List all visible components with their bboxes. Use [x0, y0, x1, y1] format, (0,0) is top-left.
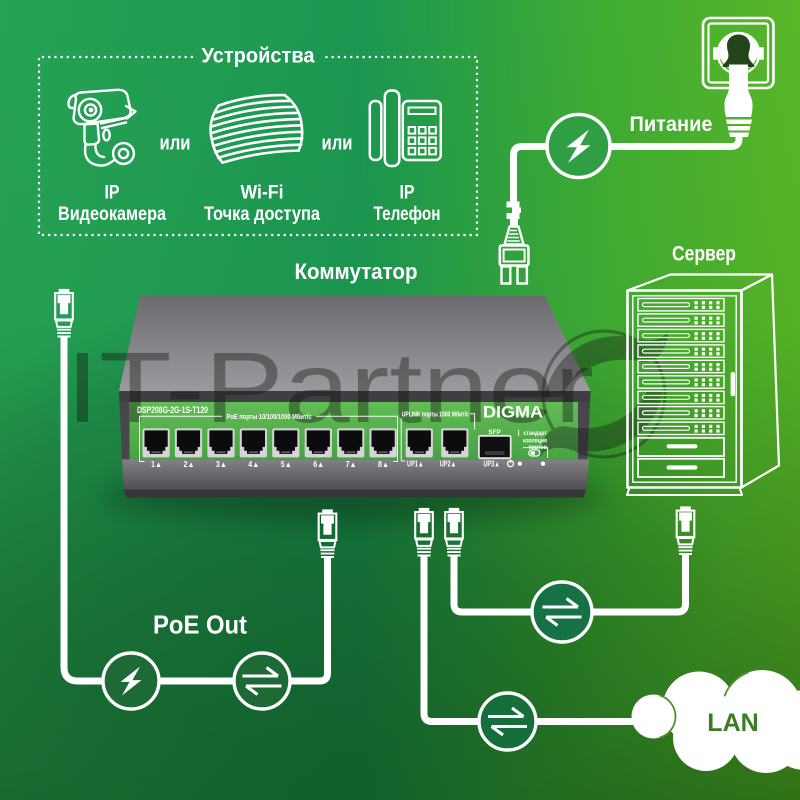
svg-text:IP: IP: [105, 182, 120, 204]
svg-text:портов: портов: [529, 444, 548, 451]
svg-text:5▲: 5▲: [281, 460, 292, 469]
svg-text:6▲: 6▲: [313, 460, 324, 469]
svg-text:PoE порты 10/100/1000 Мбит/с: PoE порты 10/100/1000 Мбит/с: [227, 412, 312, 421]
svg-text:2▲: 2▲: [184, 460, 195, 469]
svg-text:Точка доступа: Точка доступа: [204, 203, 320, 225]
svg-text:Wi-Fi: Wi-Fi: [241, 182, 284, 204]
svg-text:Сервер: Сервер: [672, 243, 736, 266]
svg-text:SFP: SFP: [488, 429, 501, 436]
svg-text:7▲: 7▲: [346, 460, 357, 469]
svg-text:1▲: 1▲: [151, 460, 162, 469]
svg-text:UP3▲: UP3▲: [483, 460, 500, 469]
svg-text:стандарт: стандарт: [524, 430, 548, 437]
svg-text:IT-Partner: IT-Partner: [66, 332, 594, 444]
svg-text:Видеокамера: Видеокамера: [58, 203, 166, 225]
svg-text:UPLINK порты 1000 Мбит/с: UPLINK порты 1000 Мбит/с: [402, 409, 469, 418]
svg-text:8▲: 8▲: [378, 460, 389, 469]
svg-text:или: или: [160, 133, 191, 155]
svg-text:изоляция: изоляция: [523, 437, 547, 444]
svg-text:или: или: [322, 133, 353, 155]
svg-text:UP2▲: UP2▲: [440, 460, 457, 469]
svg-text:Устройства: Устройства: [202, 44, 316, 68]
svg-text:UP1▲: UP1▲: [407, 460, 424, 469]
svg-text:IP: IP: [400, 182, 415, 204]
svg-text:LAN: LAN: [707, 709, 758, 737]
svg-text:PoE Out: PoE Out: [153, 610, 247, 640]
svg-text:DSP208G-2G-1S-T120: DSP208G-2G-1S-T120: [137, 405, 208, 415]
svg-text:DIGMA: DIGMA: [483, 404, 543, 422]
svg-text:Коммутатор: Коммутатор: [295, 259, 418, 284]
svg-text:3▲: 3▲: [216, 460, 227, 469]
svg-text:Телефон: Телефон: [374, 203, 441, 225]
svg-text:Питание: Питание: [630, 112, 713, 136]
svg-text:4▲: 4▲: [248, 460, 259, 469]
